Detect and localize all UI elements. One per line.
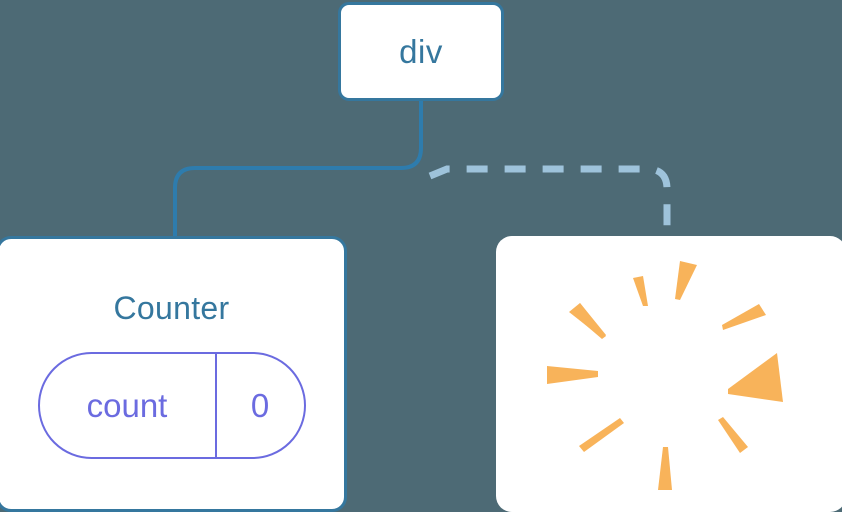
state-pill-divider [214,354,217,457]
burst-ray-e [728,353,783,402]
state-pill-count[interactable]: count 0 [37,352,306,459]
node-div[interactable]: div [338,2,504,101]
node-rerender-burst[interactable] [496,236,842,512]
connector-root-to-burst [428,165,671,240]
connector-root-to-counter [173,101,423,240]
burst-ray-w [547,366,598,384]
burst-ray-nnw [633,276,648,306]
burst-ray-sw [579,418,624,452]
burst-ray-wnw [575,303,606,339]
state-pill-key: count [86,387,168,424]
state-pill-value: 0 [250,387,270,424]
counter-title: Counter [113,290,230,326]
burst-ray-n [675,261,697,300]
rerender-burst-icon [547,261,783,490]
burst-ray-s [658,447,672,490]
burst-ray-ne [722,304,766,330]
node-div-label: div [399,33,443,70]
node-counter[interactable]: Counter count 0 [0,236,347,512]
burst-ray-se [718,417,748,453]
